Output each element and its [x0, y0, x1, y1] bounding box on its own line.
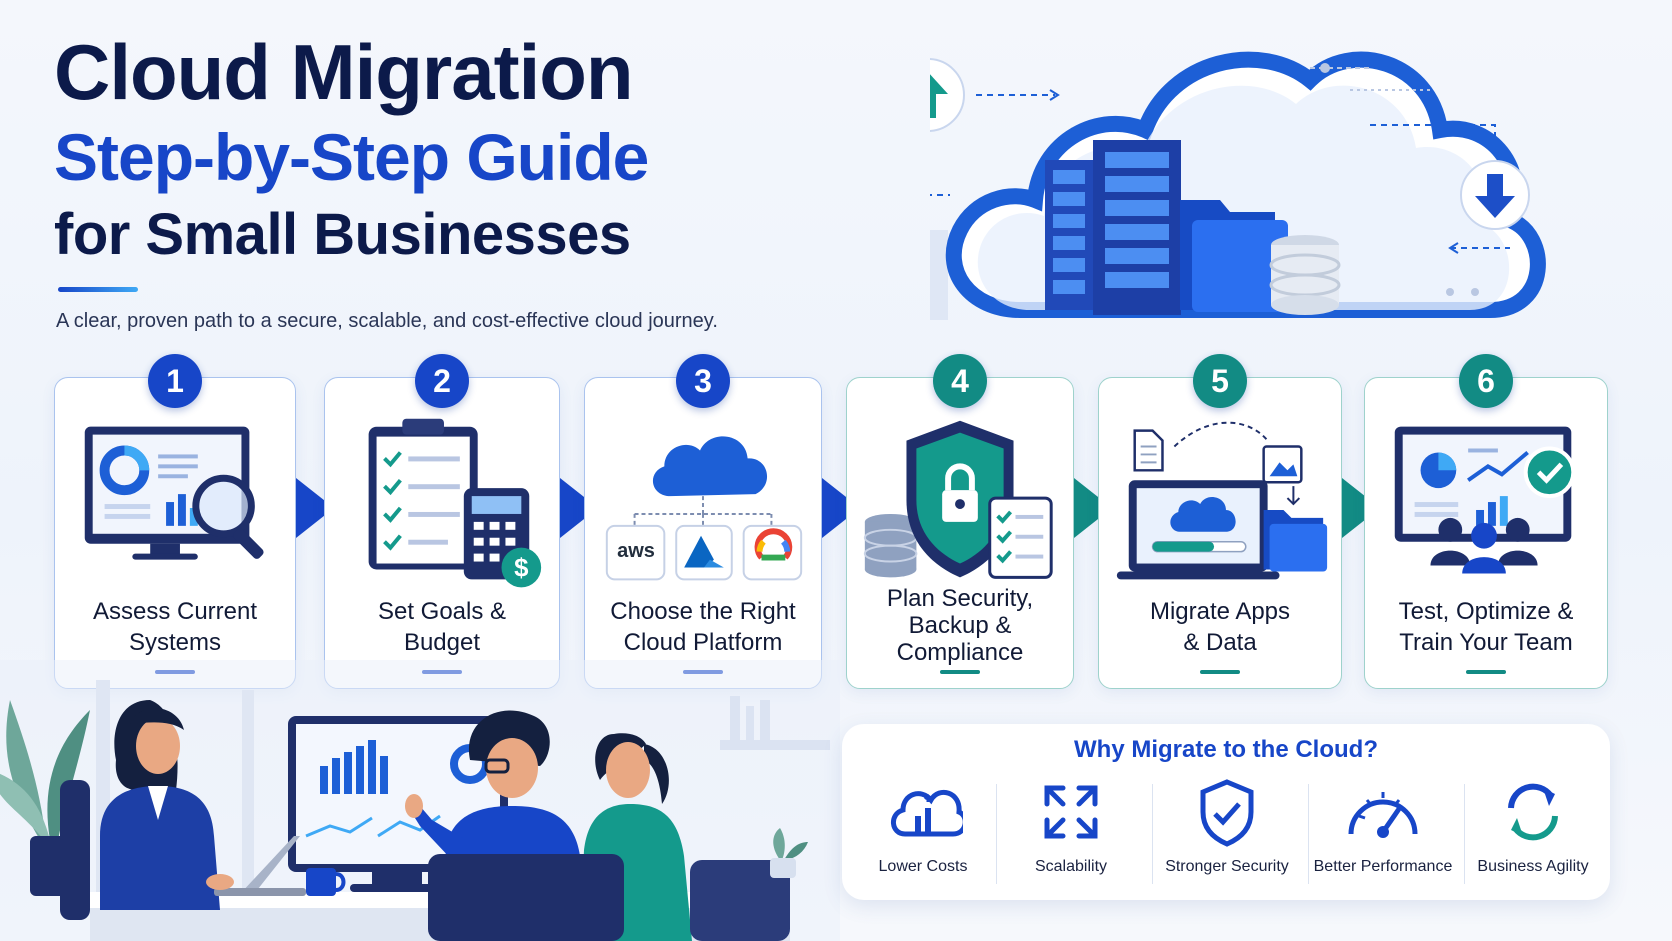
step-6-label-line2: Train Your Team [1399, 629, 1573, 656]
title-line-3: for Small Businesses [54, 202, 631, 267]
speedometer-icon [1348, 792, 1418, 838]
benefit-label-lower-costs: Lower Costs [878, 858, 968, 875]
why-migrate-panel: Why Migrate to the Cloud? Lower Costs Sc… [842, 724, 1610, 900]
subtitle: A clear, proven path to a secure, scalab… [56, 310, 718, 332]
office-team-illustration [0, 660, 840, 941]
step-4-label-line1: Plan Security, [886, 585, 1034, 612]
benefit-business-agility: Business Agility [1458, 776, 1608, 886]
benefit-divider-3 [1308, 784, 1309, 884]
benefit-label-scalability: Scalability [1034, 858, 1108, 875]
step-card-2: 2 $ Set Goals & Budget [324, 354, 560, 689]
step-number-6: 6 [1459, 354, 1513, 408]
cloud-server-hero-illustration [930, 51, 1546, 320]
folder-icon [1180, 200, 1288, 312]
step-1-label-line2: Systems [128, 629, 221, 656]
step-card-3: 3 aws Choose the Right Cloud Platform [584, 354, 822, 689]
step-card-1: 1 Assess Current Systems [54, 354, 296, 689]
step-4-label-line3: Compliance [896, 639, 1024, 666]
title-line-1: Cloud Migration [54, 28, 634, 116]
benefit-label-business-agility: Business Agility [1477, 858, 1589, 875]
benefit-lower-costs: Lower Costs [848, 776, 998, 886]
step-5-label-line1: Migrate Apps [1149, 598, 1291, 625]
benefit-scalability: Scalability [996, 776, 1146, 886]
step-2-label-line2: Budget [403, 629, 481, 656]
cloud-chart-icon [891, 789, 963, 837]
cloud-providers-icon [605, 436, 803, 581]
step-5-label-line2: & Data [1183, 629, 1257, 656]
expand-arrows-icon [1044, 785, 1098, 839]
database-icon [1269, 235, 1341, 315]
dashboard-team-icon [1394, 426, 1576, 574]
step-3-label-line1: Choose the Right [610, 598, 796, 625]
benefit-label-stronger-security: Stronger Security [1165, 858, 1289, 875]
shield-check-icon [1200, 779, 1254, 847]
benefit-divider-1 [996, 784, 997, 884]
benefit-stronger-security: Stronger Security [1152, 776, 1302, 886]
step-4-label-line2: Backup & [908, 612, 1012, 639]
benefit-better-performance: Better Performance [1308, 776, 1458, 886]
small-plant-icon [770, 828, 808, 878]
step-card-4: 4 Plan Security, Backup & Compliance [846, 354, 1074, 689]
step-3-label-line2: Cloud Platform [623, 629, 783, 656]
woman-with-laptop [60, 700, 306, 920]
server-rack-icon [1045, 140, 1181, 315]
step-5-underline [1200, 670, 1240, 674]
step-2-label-line1: Set Goals & [377, 598, 507, 625]
aws-logo: aws [617, 540, 655, 562]
benefit-divider-2 [1152, 784, 1153, 884]
step-4-underline [940, 670, 980, 674]
download-arrow-icon [1460, 160, 1530, 230]
step-6-underline [1466, 670, 1506, 674]
monitor-magnifier-icon [84, 426, 264, 560]
title-underline [58, 287, 138, 292]
step-number-4: 4 [933, 354, 987, 408]
step-6-label-line1: Test, Optimize & [1398, 598, 1574, 625]
shield-lock-icon [863, 420, 1053, 579]
step-1-label-line1: Assess Current [92, 598, 258, 625]
step-number-5: 5 [1193, 354, 1247, 408]
benefit-label-better-performance: Better Performance [1313, 858, 1453, 875]
why-migrate-title: Why Migrate to the Cloud? [1074, 736, 1378, 763]
svg-text:$: $ [514, 554, 528, 582]
benefit-divider-4 [1464, 784, 1465, 884]
clipboard-calculator-icon: $ [368, 418, 542, 588]
step-card-6: 6 Test, Optimize & Train Your Team [1364, 354, 1608, 689]
upload-arrow-icon [930, 58, 965, 132]
laptop-upload-icon [1116, 421, 1328, 580]
title-line-2: Step-by-Step Guide [54, 120, 649, 194]
step-number-3: 3 [676, 354, 730, 408]
step-card-5: 5 Migrate Apps & Data [1098, 354, 1342, 689]
refresh-arrows-icon [1508, 783, 1558, 841]
step-number-1: 1 [148, 354, 202, 408]
step-number-2: 2 [415, 354, 469, 408]
